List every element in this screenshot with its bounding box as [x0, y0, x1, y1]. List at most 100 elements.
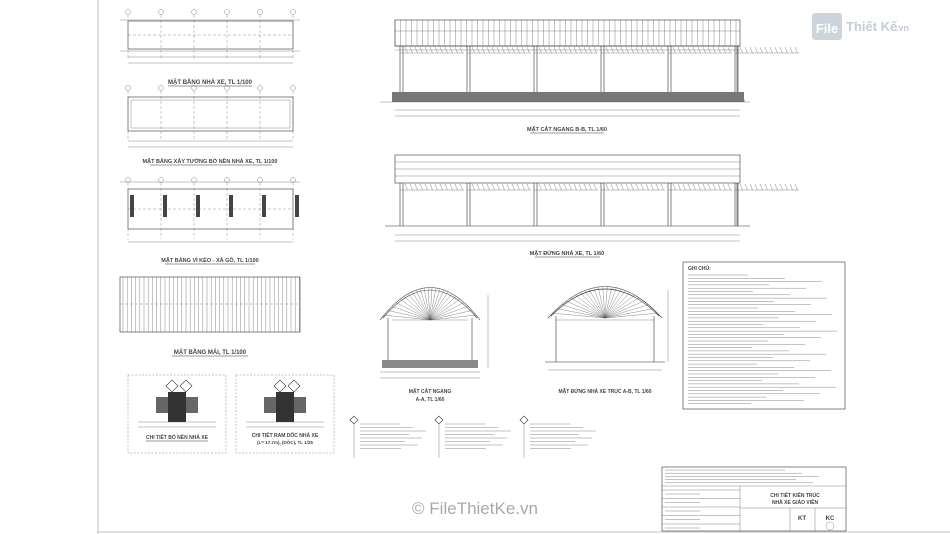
notes-title: GHI CHÚ: — [688, 265, 711, 272]
truss-web — [434, 46, 438, 54]
arch-rib — [407, 293, 431, 321]
parking-plan: MẶT BẰNG NHÀ XE, TL 1/100 — [120, 9, 300, 87]
arch-rib — [593, 287, 606, 319]
truss-web — [697, 183, 701, 191]
truss-web — [409, 183, 413, 191]
truss-web — [650, 46, 654, 54]
sheet-code: KT — [798, 516, 806, 522]
truss-web — [749, 183, 753, 191]
section-aa-title-line1: MẶT CẮT NGANG — [409, 387, 452, 395]
truss-web — [635, 46, 639, 54]
truss-web — [543, 183, 547, 191]
truss-web — [620, 46, 624, 54]
truss-web — [568, 46, 572, 54]
truss-web — [404, 183, 408, 191]
truss-web — [789, 183, 793, 191]
arch-rib — [604, 286, 608, 319]
arch-rib — [579, 292, 606, 319]
arch-rib — [429, 289, 445, 321]
arch-rib — [419, 288, 431, 321]
drawing-title-line2: NHÀ XE GIÁO VIÊN — [772, 498, 819, 506]
truss-web — [687, 46, 691, 54]
axis-bubble — [224, 177, 230, 183]
truss-web — [630, 46, 634, 54]
truss-web — [573, 183, 577, 191]
truss-web — [707, 183, 711, 191]
truss-web — [419, 46, 423, 54]
axis-bubble — [125, 9, 131, 15]
truss-web — [516, 183, 520, 191]
axis-bubble — [290, 85, 296, 91]
truss-web — [794, 46, 798, 54]
truss-web — [548, 183, 552, 191]
truss-web — [645, 46, 649, 54]
truss-web — [486, 46, 490, 54]
arch-rib — [552, 312, 606, 319]
front-elevation: MẶT ĐỨNG NHÀ XE, TL 1/60 — [385, 154, 799, 258]
truss-web — [655, 183, 659, 191]
truss-web — [593, 183, 597, 191]
axis-bubble — [257, 85, 263, 91]
axis-bubble — [158, 85, 164, 91]
truss-web — [677, 183, 681, 191]
truss-web — [620, 183, 624, 191]
arch-rib — [429, 291, 449, 321]
truss-web — [692, 46, 696, 54]
truss-web — [449, 183, 453, 191]
logo-file: File — [816, 21, 838, 36]
roof-plan-title: MẶT BẰNG MÁI, TL 1/100 — [174, 348, 247, 356]
truss-web — [610, 183, 614, 191]
callout-marker — [434, 415, 444, 425]
truss-web — [449, 46, 453, 54]
arch-rib — [604, 290, 626, 319]
truss-web — [538, 183, 542, 191]
truss-web — [717, 183, 721, 191]
axis-bubble — [224, 85, 230, 91]
truss-web — [521, 183, 525, 191]
truss-web — [543, 46, 547, 54]
truss-web — [588, 183, 592, 191]
truss-web — [702, 46, 706, 54]
truss-web — [640, 183, 644, 191]
truss-web — [414, 46, 418, 54]
callout-marker — [349, 415, 359, 425]
truss-web — [563, 183, 567, 191]
side-elevation-title: MẶT ĐỨNG NHÀ XE TRỤC A-B, TL 1/60 — [558, 388, 651, 395]
truss-web — [476, 183, 480, 191]
arch-rib — [387, 310, 431, 321]
truss-web — [548, 46, 552, 54]
arch-rib — [411, 291, 431, 321]
truss-web — [454, 46, 458, 54]
truss-web — [672, 46, 676, 54]
arch-rib — [429, 314, 477, 321]
arch-rib — [588, 288, 606, 319]
truss-web — [578, 183, 582, 191]
truss-web — [682, 183, 686, 191]
arch-rib — [597, 286, 606, 319]
truss-post — [163, 195, 167, 217]
truss-web — [583, 183, 587, 191]
arch-rib — [429, 306, 469, 321]
truss-web — [789, 46, 793, 54]
truss-post — [196, 195, 200, 217]
marker-diamond — [287, 379, 301, 393]
truss-web — [583, 46, 587, 54]
truss-web — [677, 46, 681, 54]
arch-rib — [604, 287, 617, 319]
truss-web — [501, 183, 505, 191]
truss-web — [568, 183, 572, 191]
site-logo: File Thiết Kế .vn — [812, 13, 909, 40]
axis-bubble — [158, 177, 164, 183]
wall-plan: MẶT BẰNG XÂY TƯỜNG BÓ NỀN NHÀ XE, TL 1/1… — [125, 85, 296, 166]
arch-rib — [604, 286, 613, 319]
front-elevation-title: MẶT ĐỨNG NHÀ XE, TL 1/60 — [530, 250, 604, 257]
logo-text: Thiết Kế — [846, 19, 898, 34]
truss-web — [521, 46, 525, 54]
truss-web — [511, 183, 515, 191]
truss-web — [727, 183, 731, 191]
truss-web — [578, 46, 582, 54]
truss-web — [769, 46, 773, 54]
truss-web — [491, 183, 495, 191]
truss-web — [491, 46, 495, 54]
